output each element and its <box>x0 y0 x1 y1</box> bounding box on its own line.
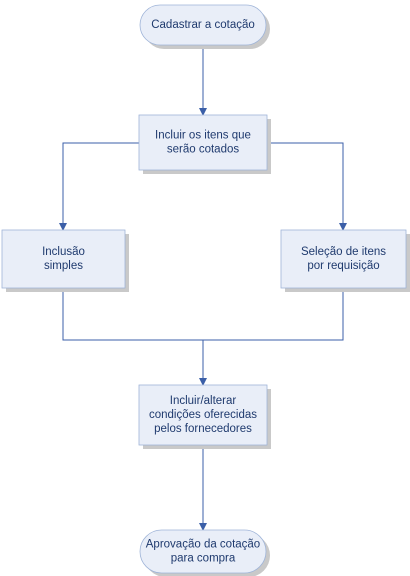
connectors <box>59 45 347 531</box>
node-box <box>138 384 268 446</box>
node-incluir-itens: Incluir os itens que serão cotados <box>138 114 271 174</box>
node-label: Incluir os itens que serão cotados <box>155 130 251 156</box>
node-incluir-alterar: Incluir/alterar condições oferecidas pelos… <box>138 384 271 449</box>
node-label-line: condições oferecidas <box>149 409 257 421</box>
node-label-line: para compra <box>171 553 236 565</box>
node-label-line: simples <box>44 260 83 272</box>
node-box <box>139 4 267 46</box>
node-inclusao-simples: Inclusão simples <box>1 229 129 292</box>
node-box <box>1 229 126 289</box>
connector-selecao-itens-merge <box>203 288 344 341</box>
node-selecao-itens: Seleção de itens por requisição <box>280 229 410 292</box>
node-label-line: Aprovação da cotação <box>146 539 260 551</box>
node-cadastrar: Cadastrar a cotação <box>139 4 270 49</box>
node-box <box>138 114 268 171</box>
node-label: Cadastrar a cotação <box>151 19 255 31</box>
node-label-line: pelos fornecedores <box>154 423 252 435</box>
node-label-line: por requisição <box>307 260 379 272</box>
node-label-line: Cadastrar a cotação <box>151 19 255 31</box>
node-aprovacao: Aprovação da cotação para compra <box>139 529 270 576</box>
node-label-line: Incluir os itens que <box>155 130 251 142</box>
node-label: Seleção de itens por requisição <box>301 246 386 272</box>
node-box <box>139 529 267 574</box>
node-box <box>280 229 407 289</box>
node-label: Inclusão simples <box>42 246 85 272</box>
connector-inclusao-simples-merge <box>62 288 203 341</box>
connector-incluir-itens-to-selecao-itens <box>267 142 347 231</box>
connector-incluir-itens-to-inclusao-simples <box>59 142 139 231</box>
node-label-line: Seleção de itens <box>301 246 386 258</box>
node-label-line: serão cotados <box>167 144 239 156</box>
node-label-line: Incluir/alterar <box>170 395 237 407</box>
node-label: Aprovação da cotação para compra <box>146 539 260 565</box>
node-label: Incluir/alterar condições oferecidas pelos… <box>149 395 257 435</box>
node-label-line: Inclusão <box>42 246 85 258</box>
